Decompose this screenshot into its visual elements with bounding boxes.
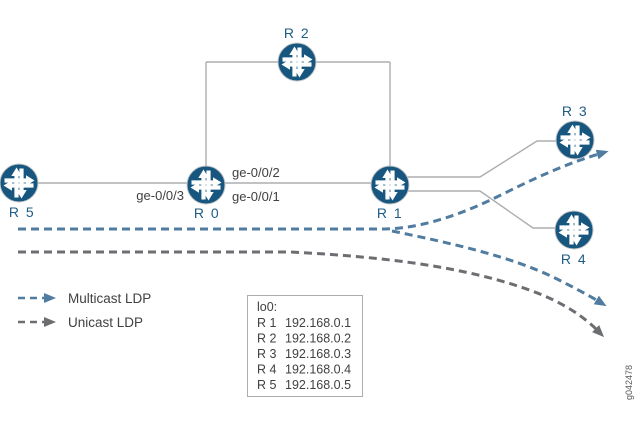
router-r2-icon [278,43,316,81]
loopback-row-router: R 1 [257,316,277,330]
router-r2-label: R 2 [284,25,310,41]
link-r1-r4 [390,190,556,229]
loopback-row-ip: 192.168.0.4 [285,363,351,377]
unicast-ldp-path [18,250,605,338]
interface-label-ge-0-0-1: ge-0/0/1 [232,189,280,204]
legend-multicast-label: Multicast LDP [68,291,151,306]
legend: Multicast LDP Unicast LDP [18,291,151,330]
interface-label-ge-0-0-2: ge-0/0/2 [232,165,280,180]
loopback-box-title: lo0: [257,300,277,314]
loopback-box-border [247,295,363,397]
router-r3-label: R 3 [562,103,588,119]
router-r5-icon [0,164,38,202]
loopback-row-router: R 3 [257,347,277,361]
router-r0-icon [187,166,225,204]
router-r4-icon [555,211,593,249]
router-r3-icon [556,121,594,159]
loopback-row-ip: 192.168.0.5 [285,378,351,392]
loopback-row-ip: 192.168.0.2 [285,332,351,346]
link-r1-r3 [390,140,558,178]
interface-label-ge-0-0-3: ge-0/0/3 [136,188,184,203]
figure-id: g042478 [624,365,634,400]
multicast-ldp-path-upper [18,149,609,231]
loopback-address-box: lo0: R 1 192.168.0.1 R 2 192.168.0.2 R 3… [247,295,363,397]
loopback-row-ip: 192.168.0.3 [285,347,351,361]
router-r4-label: R 4 [561,251,587,267]
loopback-row-router: R 4 [257,363,277,377]
router-r1-label: R 1 [377,205,403,221]
router-r0-label: R 0 [194,205,220,221]
router-r5-label: R 5 [9,204,35,220]
loopback-row-ip: 192.168.0.1 [285,316,351,330]
multicast-ldp-path-lower [391,229,607,307]
legend-unicast-label: Unicast LDP [68,315,143,330]
loopback-row-router: R 5 [257,378,277,392]
loopback-row-router: R 2 [257,332,277,346]
router-r1-icon [371,166,409,204]
